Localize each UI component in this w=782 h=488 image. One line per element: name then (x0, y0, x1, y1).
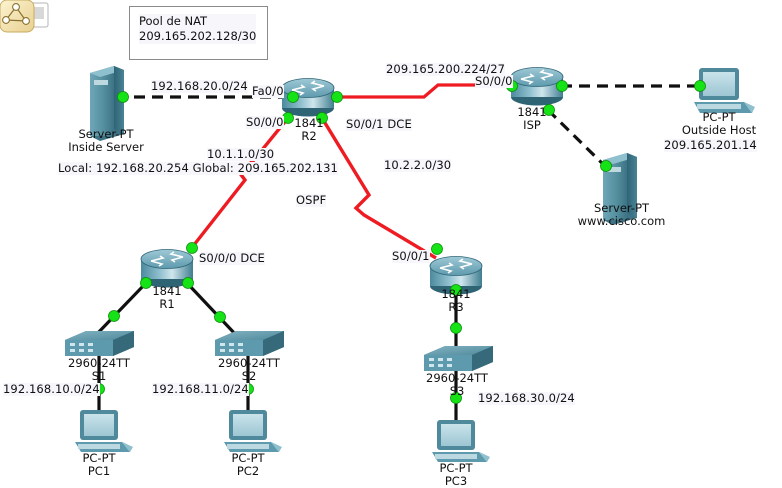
status-dot-inside-server (117, 91, 129, 103)
name-text: S1 (91, 369, 107, 383)
status-dot-r1-s000 (186, 242, 198, 254)
device-label-isp: 1841 ISP (506, 106, 558, 132)
label-nat-translation: Local: 192.168.20.254 Global: 209.165.20… (58, 161, 338, 175)
model-text: PC-PT (231, 451, 265, 465)
device-label-s1: 2960-24TT S1 (49, 357, 149, 383)
status-dot-isp-fa01 (543, 104, 555, 116)
status-dot-r2-fa00 (287, 91, 299, 103)
name-text: www.cisco.com (577, 214, 666, 228)
status-dot-cisco-server (600, 160, 612, 172)
device-label-pc3: PC-PT PC3 (415, 462, 497, 488)
name-text: PC3 (444, 474, 468, 488)
link-r1-s1[interactable] (93, 281, 148, 338)
device-icon-s2[interactable] (215, 331, 284, 356)
model-text: 1841 (152, 284, 182, 298)
device-icon-s1[interactable] (65, 331, 134, 356)
name-text: PC2 (236, 464, 260, 478)
name-text: Outside Host (681, 123, 757, 137)
status-dot-pc3 (450, 392, 462, 404)
label-r3-s001: S0/0/1 (392, 249, 430, 263)
status-dot-r1-fa01 (182, 277, 194, 289)
nat-pool-line2: 209.165.202.128/30 (139, 29, 257, 43)
link-r2-r1[interactable] (188, 116, 290, 252)
device-label-r1: 1841 R1 (141, 285, 193, 311)
device-label-inside-server: Server-PT Inside Server (41, 128, 171, 154)
link-r2-r3[interactable] (320, 117, 437, 260)
name-text: R2 (301, 129, 317, 143)
model-text: PC-PT (439, 461, 473, 475)
device-label-s2: 2960-24TT S2 (199, 357, 299, 383)
cluster-icon[interactable] (0, 0, 49, 33)
name-text: R3 (448, 300, 464, 314)
label-outside-host-ip: 209.165.201.14 (664, 138, 757, 152)
status-dot-r3-s001 (431, 243, 443, 255)
device-label-pc1: PC-PT PC1 (58, 452, 140, 478)
label-r2-fa00: Fa0/0 (252, 84, 284, 98)
device-icon-r1[interactable] (140, 249, 194, 288)
label-inside-lan: 192.168.20.0/24 (151, 79, 248, 93)
nat-pool-text: Pool de NAT 209.165.202.128/30 (139, 14, 257, 44)
model-text: 2960-24TT (218, 356, 280, 370)
device-icon-pc2[interactable] (224, 410, 282, 452)
model-text: Server-PT (78, 127, 134, 141)
label-pc3-lan: 192.168.30.0/24 (478, 391, 575, 405)
device-icon-s3[interactable] (424, 346, 493, 371)
name-text: S2 (241, 369, 257, 383)
model-text: 1841 (294, 116, 324, 130)
model-text: Server-PT (593, 201, 650, 215)
device-icon-outside-host[interactable] (694, 68, 755, 113)
status-dot-r2-s001 (316, 112, 328, 124)
status-dot-isp-fa00 (556, 80, 568, 92)
device-icon-pc3[interactable] (432, 420, 490, 462)
device-label-r3: 1841 R3 (430, 288, 482, 314)
status-dot-r2-s000 (331, 91, 343, 103)
label-pc1-lan: 192.168.10.0/24 (3, 382, 100, 396)
status-dot-s1-uplink (108, 310, 120, 322)
name-text: Inside Server (68, 140, 144, 154)
label-r2-r3-link: 10.2.2.0/30 (384, 158, 452, 172)
label-r2-s000: S0/0/0 (246, 115, 284, 129)
model-text: 1841 (441, 287, 471, 301)
model-text: PC-PT (702, 110, 736, 124)
model-text: 2960-24TT (426, 371, 488, 385)
device-label-s3: 2960-24TT S3 (407, 372, 507, 398)
nat-pool-box: Pool de NAT 209.165.202.128/30 (129, 6, 268, 60)
status-dot-s2-uplink (214, 311, 226, 323)
status-dot-outside-host (694, 80, 706, 92)
device-label-outside-host: PC-PT Outside Host (652, 111, 782, 137)
link-status-dots (93, 80, 706, 404)
status-dot-s3-uplink (450, 322, 462, 334)
status-dot-r3-fa00 (450, 284, 462, 296)
name-text: S3 (449, 384, 465, 398)
model-text: 2960-24TT (68, 356, 130, 370)
topology-links-layer (0, 0, 755, 462)
name-text: R1 (159, 297, 175, 311)
label-r1-r2-link: 10.1.1.0/30 (207, 147, 275, 161)
name-text: ISP (523, 118, 541, 132)
link-r1-s2[interactable] (185, 281, 239, 338)
device-label-r2: 1841 R2 (283, 117, 335, 143)
label-ospf: OSPF (296, 193, 327, 207)
label-isp-s000: S0/0/0 (475, 74, 513, 88)
label-r2-s001-dce: S0/0/1 DCE (346, 117, 412, 131)
device-icon-isp[interactable] (510, 67, 564, 106)
device-label-pc2: PC-PT PC2 (207, 452, 289, 478)
label-isp-link: 209.165.200.224/27 (386, 62, 506, 76)
model-text: PC-PT (82, 451, 116, 465)
nat-pool-line1: Pool de NAT (139, 14, 208, 28)
device-icon-inside-server[interactable] (90, 66, 124, 141)
label-r1-s000-dce: S0/0/0 DCE (199, 251, 265, 265)
name-text: PC1 (87, 464, 111, 478)
model-text: 1841 (517, 105, 547, 119)
label-pc2-lan: 192.168.11.0/24 (152, 382, 249, 396)
device-label-cisco-server: Server-PT www.cisco.com (549, 202, 694, 228)
device-icon-pc1[interactable] (75, 410, 133, 452)
status-dot-r1-fa00 (140, 277, 152, 289)
link-isp-cisco-server[interactable] (546, 108, 609, 170)
